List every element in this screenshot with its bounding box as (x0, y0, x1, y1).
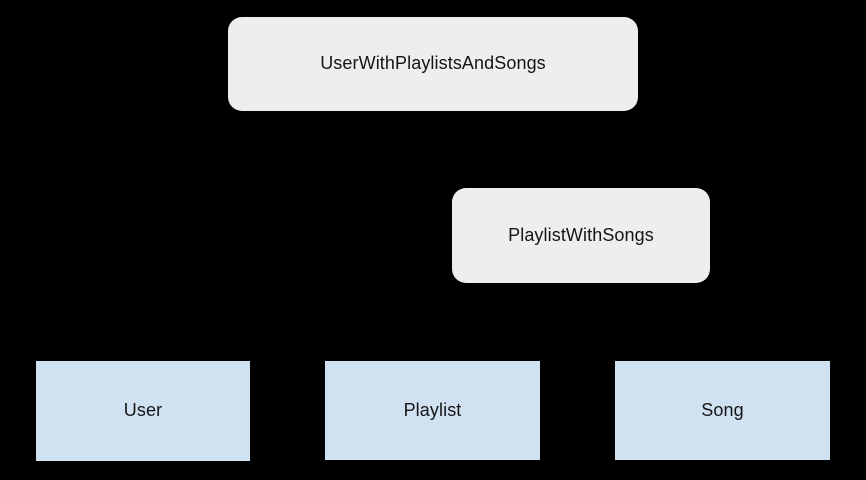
node-label-playlist-with-songs: PlaylistWithSongs (508, 224, 654, 245)
node-label-playlist: Playlist (403, 399, 462, 420)
node-playlist-with-songs[interactable]: PlaylistWithSongs (452, 188, 710, 283)
node-user-with-playlists-and-songs[interactable]: UserWithPlaylistsAndSongs (228, 17, 638, 111)
node-playlist[interactable]: Playlist (325, 361, 540, 460)
node-label-user-with-playlists-and-songs: UserWithPlaylistsAndSongs (320, 53, 546, 74)
node-label-song: Song (701, 399, 744, 420)
node-user[interactable]: User (36, 361, 250, 461)
node-song[interactable]: Song (615, 361, 830, 460)
node-label-user: User (123, 400, 163, 421)
